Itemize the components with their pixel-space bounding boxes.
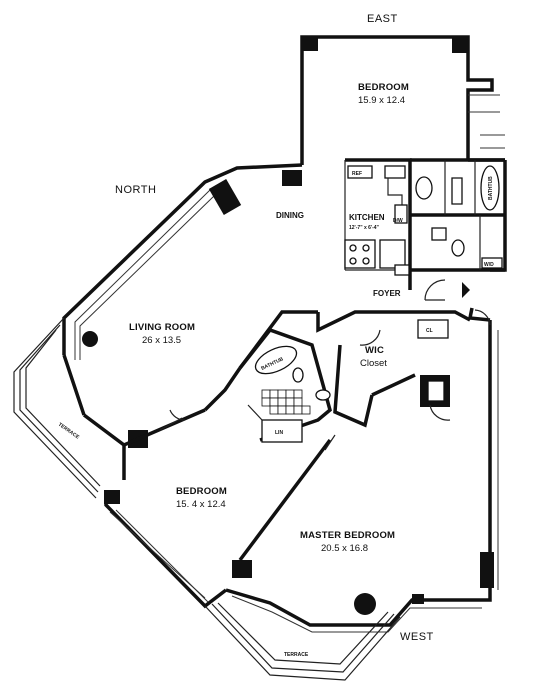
compass-east-label: EAST	[367, 13, 398, 25]
bedroom-east-dims: 15.9 x 12.4	[358, 95, 405, 106]
round-column-living	[82, 331, 98, 347]
terrace-south-label: TERRACE	[284, 652, 309, 658]
linen-label: LIN	[275, 430, 283, 436]
compass-west-label: WEST	[400, 631, 434, 643]
dining-label: DINING	[276, 211, 304, 220]
bedroom-west-name: BEDROOM	[176, 486, 227, 497]
bedroom-east-name: BEDROOM	[358, 82, 409, 93]
living-room-dims: 26 x 13.5	[142, 335, 181, 346]
bedroom-west-dims: 15. 4 x 12.4	[176, 499, 226, 510]
living-room-name: LIVING ROOM	[129, 322, 195, 333]
windows	[74, 44, 505, 633]
kitchen-area: REF D/W	[344, 158, 412, 275]
kitchen-name: KITCHEN	[349, 213, 385, 222]
kitchen-dims: 12'-7" x 6'-4"	[349, 225, 380, 231]
upper-bathtub-label: BATHTUB	[488, 176, 494, 200]
compass-north-label: NORTH	[115, 184, 156, 196]
dishwasher-label: D/W	[393, 218, 403, 224]
central-core: BATHTUB LIN CL	[203, 310, 471, 443]
foyer-area	[394, 264, 491, 326]
fridge-label: REF	[352, 171, 362, 177]
master-bedroom-dims: 20.5 x 16.8	[321, 543, 368, 554]
master-bedroom-name: MASTER BEDROOM	[300, 530, 395, 541]
terrace-south: TERRACE	[204, 602, 401, 681]
wic-name: WIC	[365, 345, 384, 356]
washer-dryer-label: W/D	[484, 262, 494, 268]
wic-sub: Closet	[360, 358, 387, 369]
bedroom-west-walls	[123, 408, 336, 562]
foyer-label: FOYER	[373, 289, 401, 298]
structural-columns	[104, 37, 494, 604]
bath-tile-floor	[261, 389, 311, 415]
wic-shelf-label: CL	[426, 328, 433, 334]
round-column-master	[354, 593, 376, 615]
terrace-north-label: TERRACE	[57, 422, 81, 441]
upper-bath: BATHTUB W/D	[410, 158, 505, 272]
